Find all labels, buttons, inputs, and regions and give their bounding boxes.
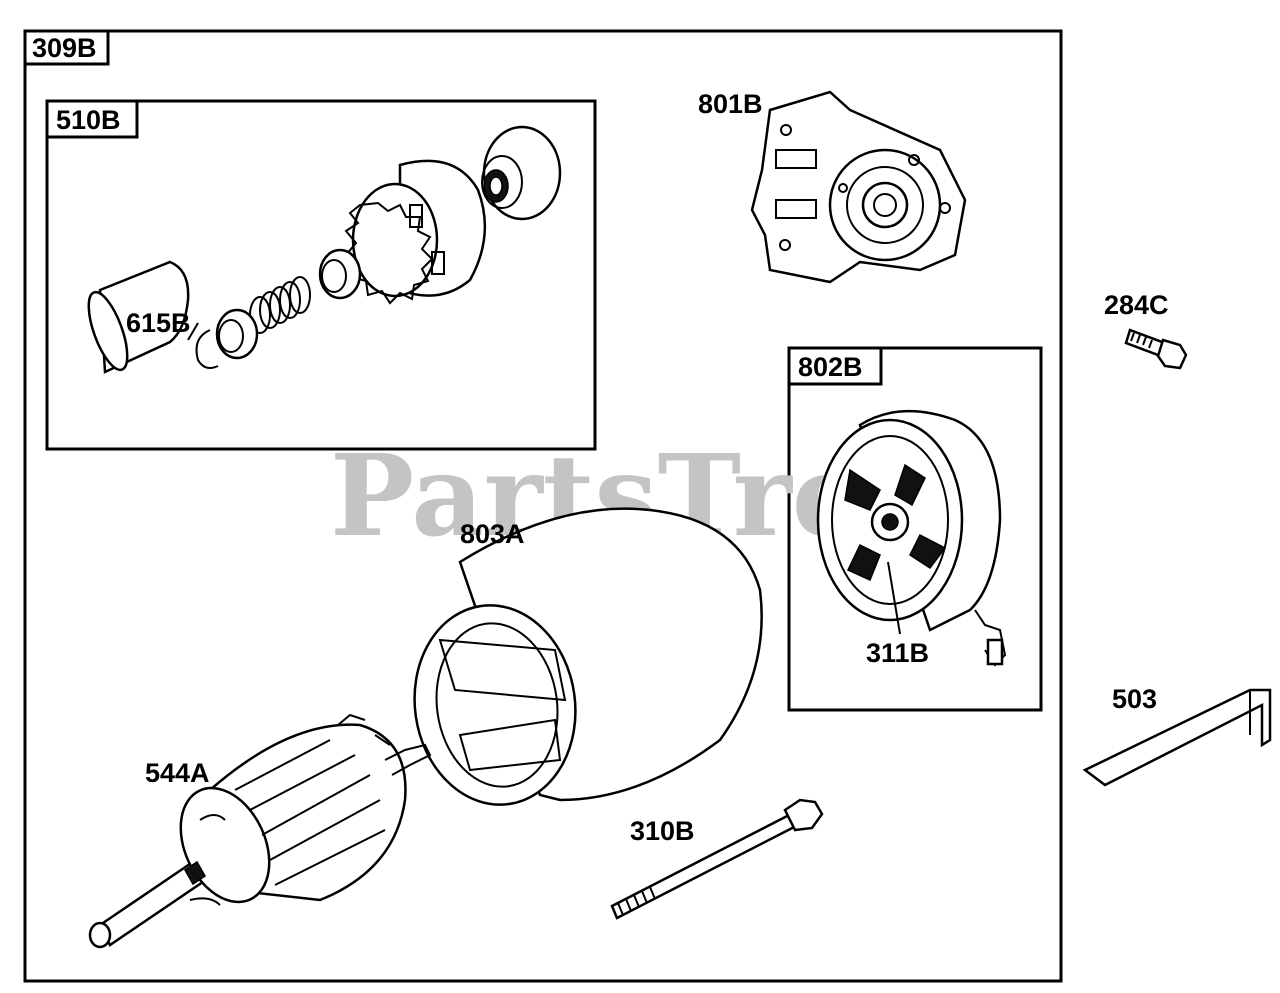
end-cap-assembly-label: 802B <box>798 352 863 382</box>
main-assembly-tag <box>23 29 110 66</box>
label-284C: 284C <box>1104 290 1169 320</box>
label-801B: 801B <box>698 89 763 119</box>
drive-retaining-ring <box>195 329 219 369</box>
leader-311B <box>887 561 901 635</box>
small-bolt <box>1124 328 1188 370</box>
end-cap-assembly-tag <box>787 346 883 386</box>
drive-spring <box>249 276 311 334</box>
armature <box>88 713 432 949</box>
brush-end-cap <box>816 409 1007 667</box>
main-assembly-label: 309B <box>32 33 97 63</box>
label-615B: 615B <box>126 308 191 338</box>
drive-end-cap <box>750 90 967 284</box>
label-803A: 803A <box>460 519 525 549</box>
drive-assembly-frame <box>45 99 597 451</box>
main-assembly-frame <box>23 29 1063 983</box>
label-503: 503 <box>1112 684 1157 714</box>
leader-615B <box>187 322 199 341</box>
through-bolt <box>610 798 824 920</box>
drive-cup-washer <box>481 125 562 221</box>
bracket-strap <box>1082 688 1272 787</box>
drive-assembly-label: 510B <box>56 105 121 135</box>
motor-housing <box>413 507 763 806</box>
drive-collar <box>215 308 259 360</box>
label-310B: 310B <box>630 816 695 846</box>
label-544A: 544A <box>145 758 210 788</box>
end-cap-assembly-frame <box>787 346 1043 712</box>
label-311B: 311B <box>866 638 929 668</box>
drive-pinion-gear <box>344 159 487 305</box>
drive-spring-retainer <box>318 248 362 300</box>
drive-pin <box>87 260 190 374</box>
drive-assembly-tag <box>45 99 139 139</box>
